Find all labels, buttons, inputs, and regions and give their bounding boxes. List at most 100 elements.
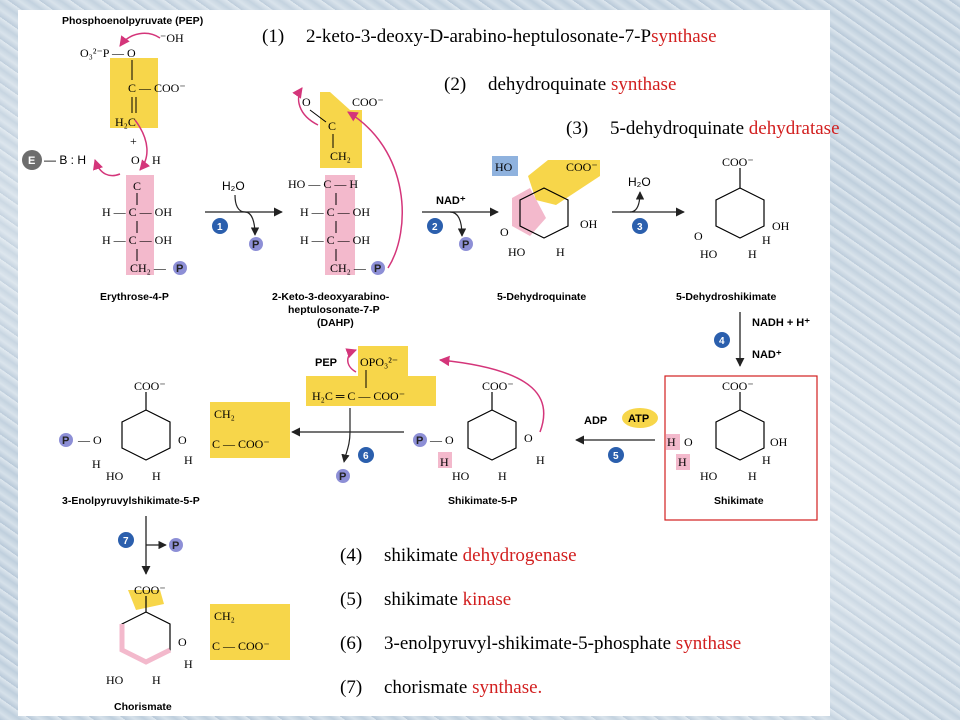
- svg-text:C: C: [328, 119, 336, 133]
- svg-text:C — COO⁻: C — COO⁻: [128, 81, 186, 95]
- svg-text:H₂C: H₂C: [115, 115, 136, 129]
- step6-number: 6: [363, 451, 369, 462]
- step6-circle: [358, 447, 374, 463]
- svg-text:HO: HO: [495, 160, 513, 174]
- enzyme-6-keyword: synthase: [675, 633, 742, 654]
- pep-title: Phosphoenolpyruvate (PEP): [62, 15, 203, 27]
- eps-yellow-highlight: [210, 402, 290, 458]
- eps-phosphate-icon: [59, 433, 73, 447]
- enzyme-5-number: (5): [340, 589, 363, 610]
- svg-text:OPO₃²⁻: OPO₃²⁻: [360, 355, 398, 369]
- enzyme-4-name: shikimate: [384, 545, 458, 566]
- chor-name: Chorismate: [114, 701, 172, 713]
- shikimate-ring: [715, 392, 765, 461]
- step2-nad: NAD⁺: [436, 195, 466, 207]
- enzyme-5: (5)shikimate kinase: [340, 589, 511, 611]
- svg-text:O: O: [302, 95, 311, 109]
- enzyme-4-keyword: dehydrogenase: [462, 545, 577, 566]
- svg-text:HO: HO: [700, 247, 718, 261]
- svg-text:HO: HO: [106, 673, 124, 687]
- s5p-ring: [467, 392, 517, 461]
- shikimate-red-box: [664, 375, 818, 521]
- step2-phosphate-label: P: [462, 239, 469, 251]
- dahp-phosphate-icon: [371, 261, 385, 275]
- enzyme-7-number: (7): [340, 677, 363, 698]
- svg-text:H: H: [184, 657, 193, 671]
- svg-text:C — COO⁻: C — COO⁻: [212, 639, 270, 653]
- step1-phosphate-label: P: [252, 239, 259, 251]
- dhq-name: 5-Dehydroquinate: [497, 291, 586, 303]
- step3-water: H₂O: [628, 175, 651, 189]
- svg-text:H: H: [152, 153, 161, 167]
- step1-phosphate-icon: [249, 237, 263, 251]
- step3-number: 3: [637, 222, 643, 233]
- svg-text:HO — C — H: HO — C — H: [288, 177, 358, 191]
- pep6-structure: PEP OPO₃²⁻ H₂C ═ C — COO⁻: [312, 355, 405, 403]
- svg-text:H: H: [556, 245, 565, 259]
- svg-text:OH: OH: [580, 217, 598, 231]
- step7-phosphate-icon: [169, 538, 183, 552]
- svg-text:PEP: PEP: [315, 357, 337, 369]
- svg-text:HO: HO: [452, 469, 470, 483]
- svg-text:O₃²⁻P — O: O₃²⁻P — O: [80, 46, 136, 60]
- dahp-pink-highlight: [325, 175, 355, 275]
- dahp-yellow-highlight: [320, 92, 362, 168]
- e4p-pink-highlight: [126, 175, 154, 275]
- e4p-phosphate-label: P: [176, 263, 183, 275]
- step1-side-arrow: [234, 194, 260, 236]
- enzyme-7: (7)chorismate synthase.: [340, 677, 542, 699]
- enzyme-6-number: (6): [340, 633, 363, 654]
- enzyme-2: (2)dehydroquinate synthase: [444, 74, 676, 96]
- step4-circle: [714, 332, 730, 348]
- atp-highlight: [622, 408, 658, 428]
- svg-text:CH₂: CH₂: [214, 407, 235, 421]
- dhq-ring: [519, 187, 569, 239]
- step4-number: 4: [719, 336, 725, 347]
- dahp-arrow-left: [292, 87, 319, 126]
- dhq-labels: HO COO⁻ OH O HO H: [495, 160, 598, 259]
- dahp-name-2: heptulosonate-7-P: [288, 304, 380, 316]
- svg-text:O: O: [178, 433, 187, 447]
- svg-text:C: C: [133, 179, 141, 193]
- svg-text:COO⁻: COO⁻: [482, 379, 514, 393]
- e4p-name: Erythrose-4-P: [100, 291, 169, 303]
- svg-text:H: H: [667, 435, 676, 449]
- dahp-name-3: (DAHP): [317, 317, 354, 329]
- eps-phosphate-label: P: [62, 435, 69, 447]
- svg-text:H — C — OH: H — C — OH: [300, 205, 370, 219]
- svg-text:COO⁻: COO⁻: [722, 379, 754, 393]
- svg-text:HO: HO: [106, 469, 124, 483]
- svg-text:COO⁻: COO⁻: [134, 379, 166, 393]
- svg-text:CH₂: CH₂: [214, 609, 235, 623]
- enzyme-2-keyword: synthase: [610, 74, 677, 95]
- s5p-pink-h: [438, 452, 452, 468]
- enzyme-e-label: E: [28, 155, 35, 167]
- svg-text:HO: HO: [508, 245, 526, 259]
- svg-text:H: H: [762, 453, 771, 467]
- step1-circle: [212, 218, 228, 234]
- step7-circle: [118, 532, 134, 548]
- base-arrow: [93, 159, 121, 177]
- svg-text:— O: — O: [429, 433, 454, 447]
- eps-ring: [121, 392, 171, 461]
- enzyme-4: (4)shikimate dehydrogenase: [340, 545, 577, 567]
- dhs-ring: [715, 168, 765, 239]
- svg-text:C — COO⁻: C — COO⁻: [212, 437, 270, 451]
- enzyme-6: (6)3-enolpyruvyl-shikimate-5-phosphate s…: [340, 633, 741, 655]
- step2-side-arrow: [449, 211, 467, 237]
- enzyme-1-number: (1): [262, 26, 285, 47]
- svg-text:CH₂ —: CH₂ —: [130, 261, 167, 275]
- step3-side-arrow: [629, 191, 645, 213]
- svg-text:O: O: [131, 153, 140, 167]
- eps-name: 3-Enolpyruvylshikimate-5-P: [62, 495, 200, 507]
- enzyme-5-name: shikimate: [384, 589, 458, 610]
- s5p-labels: COO⁻ — O O H HO H H: [429, 379, 545, 483]
- svg-text:COO⁻: COO⁻: [134, 583, 166, 597]
- chor-pink-ring: [119, 624, 172, 665]
- svg-text:COO⁻: COO⁻: [352, 95, 384, 109]
- svg-text:CH₂: CH₂: [330, 149, 351, 163]
- pep-yellow-highlight: [110, 58, 158, 128]
- pep6-arrow: [345, 348, 357, 373]
